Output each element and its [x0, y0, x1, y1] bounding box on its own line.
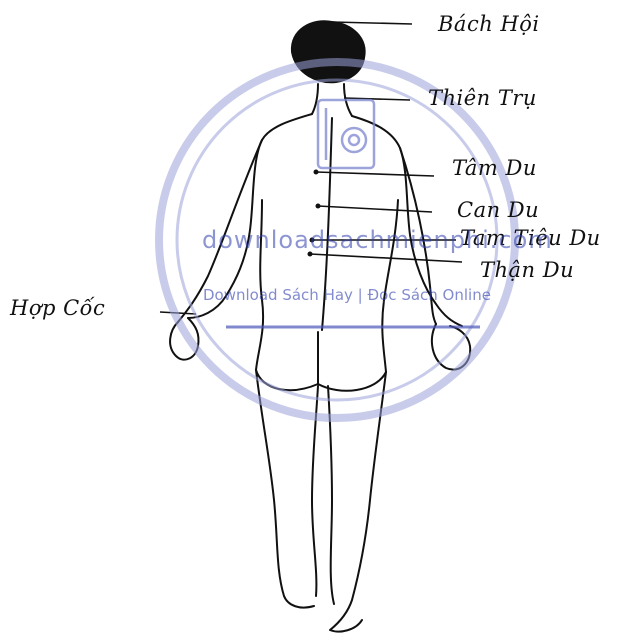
leader-can-du	[318, 206, 432, 212]
label-thien-tru: Thiên Trụ	[428, 86, 537, 110]
label-than-du: Thận Du	[480, 258, 574, 282]
hair-bun	[292, 21, 365, 82]
label-bach-hoi: Bách Hội	[438, 12, 540, 36]
dot-tam-du	[314, 170, 319, 175]
watermark-book-icon	[318, 100, 374, 168]
watermark-site: downloadsachmienphi.com	[202, 226, 553, 254]
label-hop-coc: Hợp Cốc	[10, 296, 105, 320]
leader-tam-du	[316, 172, 434, 176]
watermark-tagline: Download Sách Hay | Đọc Sách Online	[203, 286, 491, 304]
label-can-du: Can Du	[457, 198, 539, 222]
dot-can-du	[316, 204, 321, 209]
label-tam-du: Tâm Du	[452, 156, 537, 180]
leader-than-du	[310, 254, 462, 262]
